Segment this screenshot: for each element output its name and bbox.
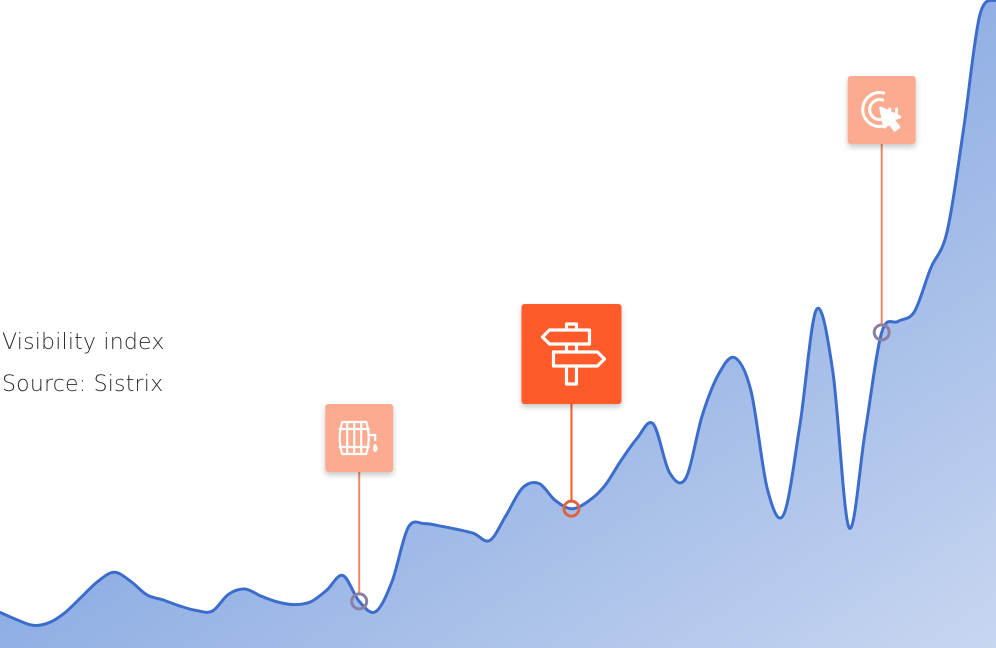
caption-source: Source: Sistrix — [2, 372, 164, 397]
event-marker — [847, 76, 916, 342]
marker-point — [350, 592, 369, 611]
marker-card — [325, 404, 394, 472]
event-marker — [325, 404, 394, 611]
event-markers — [325, 76, 916, 611]
chart-caption: Visibility index Source: Sistrix — [2, 322, 165, 406]
caption-metric: Visibility index — [2, 330, 165, 355]
marker-point — [872, 323, 891, 342]
marker-point — [562, 499, 581, 518]
event-marker — [521, 304, 622, 518]
visibility-line — [0, 0, 996, 627]
marker-card — [521, 304, 622, 404]
